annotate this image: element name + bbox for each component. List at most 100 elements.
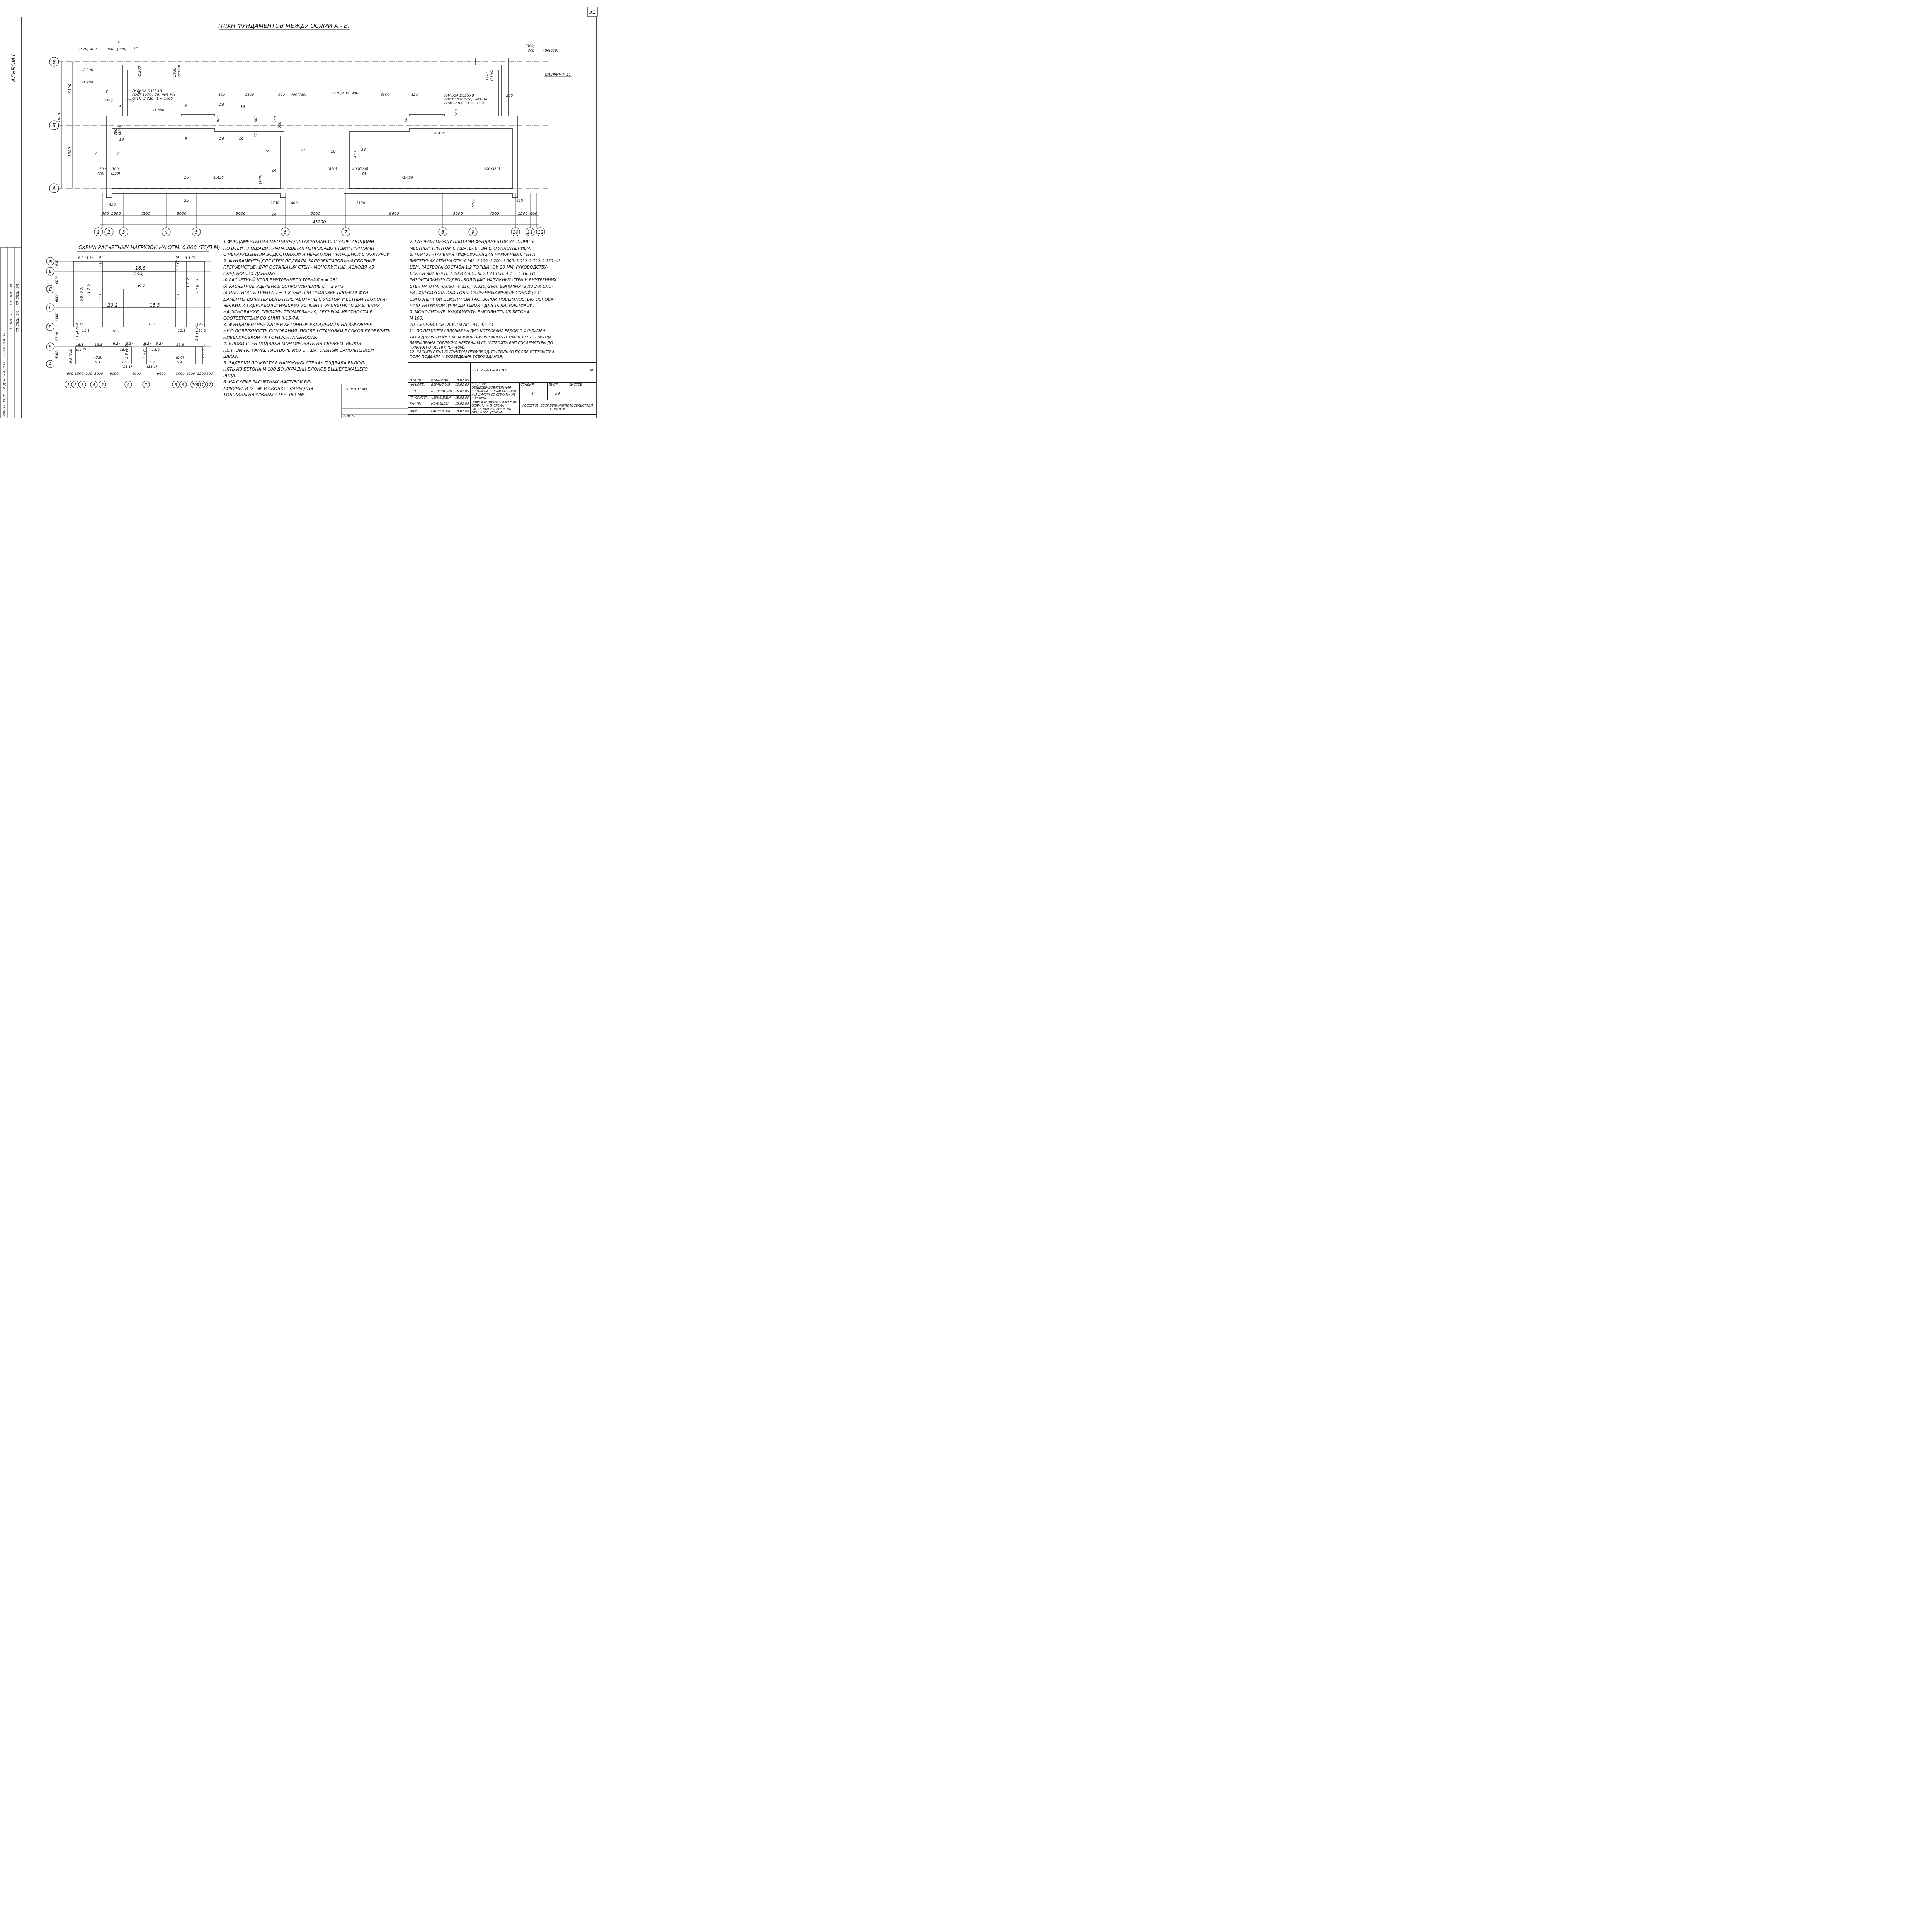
dim: 4200 [83, 372, 92, 376]
dim: 570 [254, 131, 258, 138]
note-line: ТАМИ ДЛЯ УСТРОЙСТВА ЗАЗЕМЛЕНИЯ УЛОЖИТЬ Ø… [410, 335, 552, 340]
note-line: НЕННОМ ПО РАМКЕ РАСТВОРЕ М50 С ТЩАТЕЛЬНЫ… [223, 347, 374, 353]
dim: (330) [111, 172, 120, 176]
side-stamp-cell: ИНВ. № ПОДЛ. [3, 393, 6, 417]
axis-label: 9 [182, 383, 184, 387]
load-value: 5.1 (4.0) [195, 326, 199, 341]
dim: 450 [109, 203, 116, 207]
elevation-mark: -2.200 [138, 66, 142, 77]
note-line: РЯДА. [223, 373, 236, 378]
load-value: (8.8) [94, 356, 102, 360]
plan-row-axis-bubbles: В Б А [49, 57, 59, 193]
load-value: 5.1 (4.0) [76, 326, 80, 341]
load-value: 9.4 [177, 361, 183, 364]
load-value: (11.1) [122, 365, 132, 369]
note-line: ТОЛЩИНЫ НАРУЖНЫХ СТЕН 380 ММ. [223, 392, 306, 397]
side-stamp-cell: ГЛ. СПЕЦ. ЭЛ [16, 284, 19, 305]
note-line: ПРЕРЫВИСТЫЕ, ДЛЯ ОСТАЛЬНЫХ СТЕН - МОНОЛИ… [223, 265, 374, 270]
load-value: 9.9 (9.2) [143, 344, 147, 359]
dim: 3000 [176, 372, 185, 376]
note-line: НИВЕЛИРОВКОЙ ИХ ГОРИЗОНТАЛЬНОСТЬ. [223, 335, 318, 340]
scheme-title: СХЕМА РАСЧЕТНЫХ НАГРУЗОК НА ОТМ. 0.000 (… [78, 245, 220, 251]
load-value: 20.2 [107, 303, 118, 308]
dim: 6400 [55, 313, 59, 321]
dim: 2150 [356, 201, 365, 205]
dim: 3520 [486, 72, 490, 81]
sheet-title: ПЛАН ФУНДАМЕНТОВ МЕЖДУ ОСЯМИ А ÷ В. СХЕМ… [470, 400, 520, 415]
load-value: 6.2т [126, 342, 133, 346]
note-line: 1 ФУНДАМЕНТЫ РАЗРАБОТАНЫ ДЛЯ ОСНОВАНИЯ С… [223, 239, 374, 244]
section-mark: 19 [119, 138, 124, 142]
stamp-name: ГАДЛЕВСКАЯ [429, 407, 454, 415]
dim: 960 [217, 116, 221, 122]
sheet-frame [21, 17, 597, 418]
stamp-role: ИНЖ. [408, 407, 430, 415]
dim: 2550 [173, 68, 177, 77]
overall-dim: 43200 [313, 219, 326, 225]
note-line: 12. ЗАСЫПКУ ПАЗУХ ГРУНТОМ ПРОИЗВОДИТЬ ТО… [410, 350, 554, 354]
axis-label: Д [48, 287, 52, 292]
scheme-loads: 6.5 (5.1) 6.5 (5.1) 9.1 (7.0) 9.1 (7.0) … [69, 255, 206, 369]
title-block: Т.П. 224-1-447.85 АС Н.КОНТР. БУХАРИНА 1… [408, 362, 597, 415]
dim: 900 [278, 93, 285, 97]
axis-label: 11 [199, 383, 204, 387]
dim: 300 [112, 167, 119, 171]
sleeve-note: ГИЛЬЗА Ø325×9 [132, 89, 162, 93]
note-line: 3. ФУНДАМЕНТНЫЕ БЛОКИ БЕТОННЫЕ УКЛАДЫВАТ… [223, 322, 374, 327]
load-value: 8.3 [99, 294, 102, 299]
note-line: НИЯ) БИТУМНОЙ (ИЛИ ДЕГТЕВОЙ - ДЛЯ ТОЛЯ) … [410, 303, 534, 308]
axis-label: 6 [127, 383, 129, 387]
elevation-mark: -1.700 [82, 81, 93, 85]
load-value: 6.2т [156, 342, 163, 346]
load-value: 15.8 [95, 343, 102, 347]
drawing-sheet: 51 АЛЬБОМ I ПЛАН ФУНДАМЕНТОВ МЕЖДУ ОСЯМИ… [0, 7, 598, 418]
axis-label: 11 [527, 230, 533, 235]
dim: 6300 [68, 84, 72, 94]
load-value: 10.3 [147, 323, 155, 327]
axis-label: 6 [284, 230, 287, 235]
stage-label: СТАДИЯ [519, 382, 548, 387]
section-mark: 29 [219, 137, 224, 141]
dim: 820 [411, 93, 418, 97]
note-line: а) РАСЧЕТНЫЙ УГОЛ ВНУТРЕННЕГО ТРЕНИЯ φ =… [223, 277, 339, 282]
load-value: (11.1) [147, 365, 157, 369]
load-value: 12.2 [185, 277, 190, 288]
scheme-row-dims: 2600 6000 6000 6400 6300 6300 [55, 260, 59, 359]
dim: 400 [291, 201, 298, 205]
dim: 3000 [453, 212, 463, 216]
dim: 3000 [94, 372, 103, 376]
side-stamp: ИНВ. № ПОДЛ. ПОДПИСЬ И ДАТА ВЗАМ. ИНВ. №… [0, 247, 22, 418]
dim: 6000 [55, 293, 59, 302]
load-value: 5.9 (6.3) [80, 286, 84, 301]
dim: 6000 [132, 372, 141, 376]
note-line: ПОЛА ПОДВАЛА И ВОЗВЕДЕНИЯ ВСЕГО ЗДАНИЯ. [410, 355, 503, 359]
note-line: СООТВЕТСТВИИ СО СНИП II-15-74. [223, 316, 299, 321]
sleeve-note: ГИЛЬЗА Ø325×9 [444, 94, 474, 98]
load-value: 18.9 [120, 348, 128, 352]
dim: 400 [342, 92, 349, 95]
axis-label: 1 [67, 383, 70, 387]
stamp-date: 15.02.85 [453, 407, 471, 415]
section-mark: 25 [184, 175, 189, 180]
scheme-column-bubbles: 1 2 3 4 5 6 7 8 9 10 11 12 [65, 381, 213, 388]
dim: 200 [99, 167, 106, 171]
section-mark: 9 [185, 104, 187, 108]
axis-label: 3 [81, 383, 83, 387]
load-value: 9.9 (8.3) [196, 279, 199, 294]
dim: 200 [506, 94, 513, 98]
note-line: СТЕН НА ОТМ. -0.080; -0.210; -0.320;-260… [410, 284, 553, 289]
stamp-role: Н.КОНТР. [408, 378, 430, 383]
axis-label: А [48, 362, 52, 367]
dim: (70) [97, 172, 104, 176]
axis-label: Б [53, 123, 56, 129]
note-line: 4. БЛОКИ СТЕН ПОДВАЛА МОНТИРОВАТЬ НА СВЕ… [223, 341, 363, 346]
dim: 10 [116, 41, 121, 44]
dim: (2190) [178, 65, 182, 77]
stamp-date: 15.02.85 [453, 395, 471, 400]
plan-row-axis-lines [58, 61, 549, 189]
note-line: ПО ВСЕЙ ПЛОЩАДИ ПЛАНА ЗДАНИЯ НЕПРОСАДОЧН… [223, 245, 374, 251]
section-mark: 24 [272, 168, 277, 173]
note-line: 8. ГОРИЗОНТАЛЬНАЯ ГИДРОИЗОЛЯЦИЯ НАРУЖНЫХ… [410, 252, 536, 257]
dim: 5300 [381, 93, 389, 97]
dim: 6000 [55, 275, 59, 284]
